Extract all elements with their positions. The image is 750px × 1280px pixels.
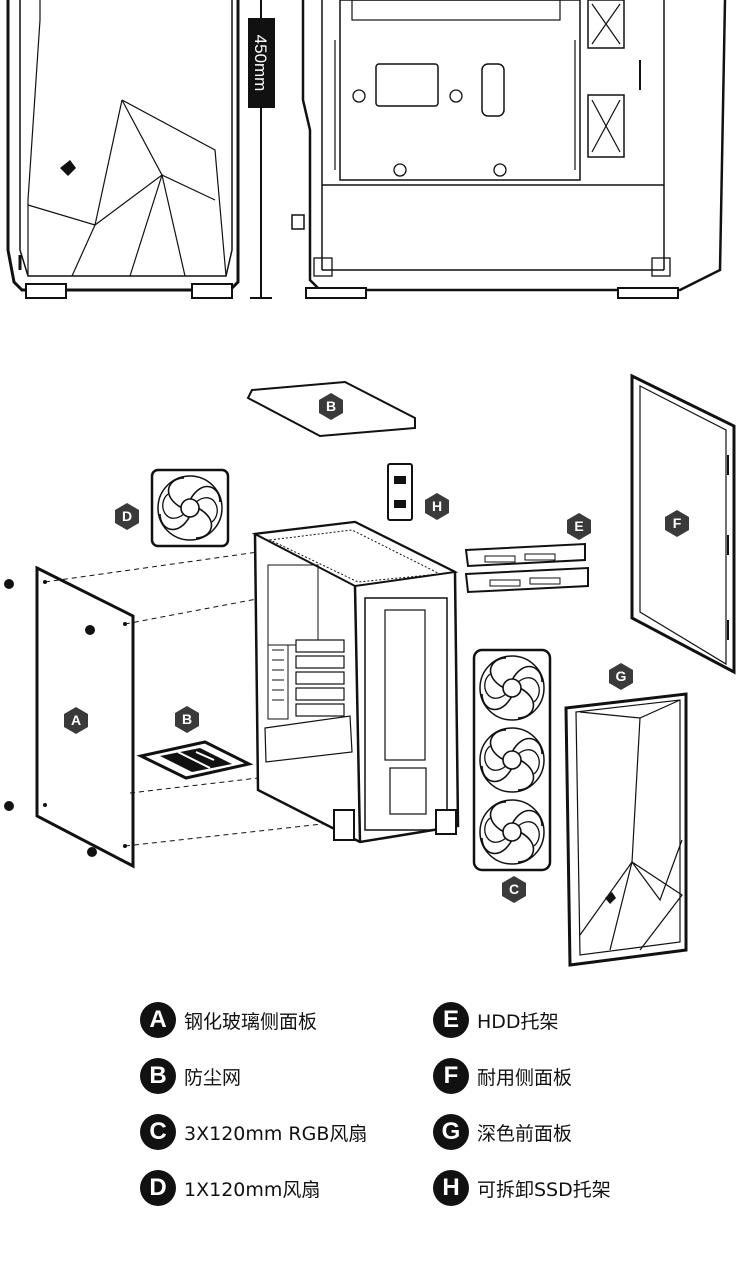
assembly-guide-lines <box>44 551 341 847</box>
legend-label-f: 耐用侧面板 <box>477 1066 573 1089</box>
callout-b-top: B <box>326 398 336 414</box>
ssd-tray-h <box>387 463 413 521</box>
legend-badge-b: B <box>140 1058 176 1094</box>
single-fan-d <box>150 468 230 548</box>
legend-item-e: E HDD托架 <box>433 1000 559 1040</box>
dimension-line <box>248 0 275 299</box>
dimension-label: 450mm <box>251 35 270 92</box>
callout-g: G <box>616 668 627 684</box>
legend-item-f: F 耐用侧面板 <box>433 1056 572 1096</box>
callout-a: A <box>71 712 81 728</box>
legend-label-d: 1X120mm风扇 <box>184 1178 321 1201</box>
chassis <box>251 520 460 844</box>
legend-badge-h: H <box>433 1170 469 1206</box>
legend-label-h: 可拆卸SSD托架 <box>477 1178 611 1201</box>
legend-badge-e: E <box>433 1002 469 1038</box>
legend-item-c: C 3X120mm RGB风扇 <box>140 1112 367 1152</box>
corsair-logo-icon <box>60 160 76 176</box>
callout-f: F <box>673 515 682 531</box>
legend: A 钢化玻璃侧面板 B 防尘网 C 3X120mm RGB风扇 D 1X120m… <box>0 990 750 1250</box>
legend-label-g: 深色前面板 <box>477 1122 573 1145</box>
callout-b-bottom: B <box>182 711 192 727</box>
legend-item-h: H 可拆卸SSD托架 <box>433 1168 611 1208</box>
triple-fans-c <box>472 648 552 872</box>
callout-h: H <box>432 498 442 514</box>
legend-label-c: 3X120mm RGB风扇 <box>184 1122 368 1145</box>
hdd-trays-e <box>464 542 589 594</box>
legend-item-b: B 防尘网 <box>140 1056 241 1096</box>
corsair-logo-icon <box>605 892 616 904</box>
legend-badge-f: F <box>433 1058 469 1094</box>
dark-front-panel-g <box>564 692 688 967</box>
legend-badge-g: G <box>433 1114 469 1150</box>
callout-badges <box>64 393 689 903</box>
bottom-dust-filter <box>136 740 254 780</box>
legend-item-g: G 深色前面板 <box>433 1112 572 1152</box>
front-view-drawing <box>6 0 240 299</box>
legend-label-b: 防尘网 <box>184 1066 242 1089</box>
legend-label-a: 钢化玻璃侧面板 <box>184 1010 318 1033</box>
side-view-drawing <box>291 0 727 299</box>
callout-e: E <box>574 518 583 534</box>
legend-item-d: D 1X120mm风扇 <box>140 1168 320 1208</box>
legend-badge-c: C <box>140 1114 176 1150</box>
thumb-screws <box>4 579 97 857</box>
callout-d: D <box>122 508 132 524</box>
legend-item-a: A 钢化玻璃侧面板 <box>140 1000 317 1040</box>
legend-badge-a: A <box>140 1002 176 1038</box>
legend-label-e: HDD托架 <box>477 1010 559 1033</box>
legend-badge-d: D <box>140 1170 176 1206</box>
exploded-case-diagram: 450mm <box>4 0 736 967</box>
callout-c: C <box>509 881 519 897</box>
